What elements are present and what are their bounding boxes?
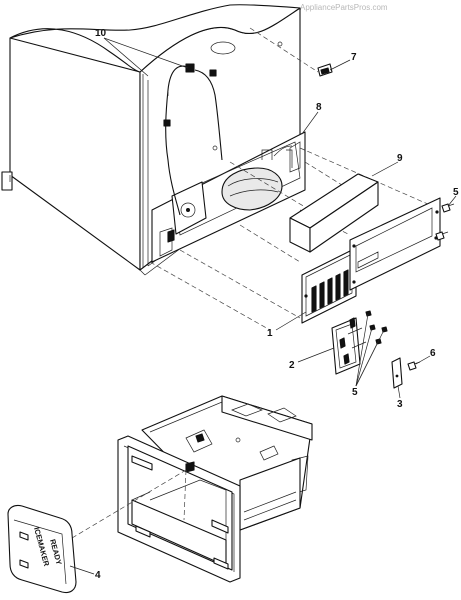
ice-bin-assembly [117, 395, 313, 583]
part-1-rear-cover [301, 197, 441, 324]
part-6-screw [407, 361, 421, 371]
callout-9: 9 [397, 153, 403, 164]
watermark: AppliancePartsPros.com [300, 3, 388, 12]
callout-4: 4 [95, 570, 101, 581]
part-9-insulation [289, 173, 379, 253]
callout-7: 7 [351, 52, 357, 63]
callout-3: 3 [397, 399, 403, 410]
refrigerator-cabinet [1, 4, 431, 331]
part-4-icemaker-cover: ICEMAKER READY [7, 469, 187, 594]
callout-6: 6 [430, 348, 436, 359]
callout-numbers: 10 7 8 9 5 1 2 5 6 3 4 [95, 28, 459, 581]
part-3-small-bracket [391, 357, 403, 389]
callout-2: 2 [289, 360, 295, 371]
leader-lines [69, 37, 457, 575]
part-2-bracket [331, 317, 367, 375]
part-7-clip [249, 27, 333, 77]
callout-5-bottom: 5 [352, 387, 358, 398]
callout-10: 10 [95, 28, 107, 39]
callout-8: 8 [316, 102, 322, 113]
callout-5-top: 5 [453, 187, 459, 198]
callout-1: 1 [267, 328, 273, 339]
